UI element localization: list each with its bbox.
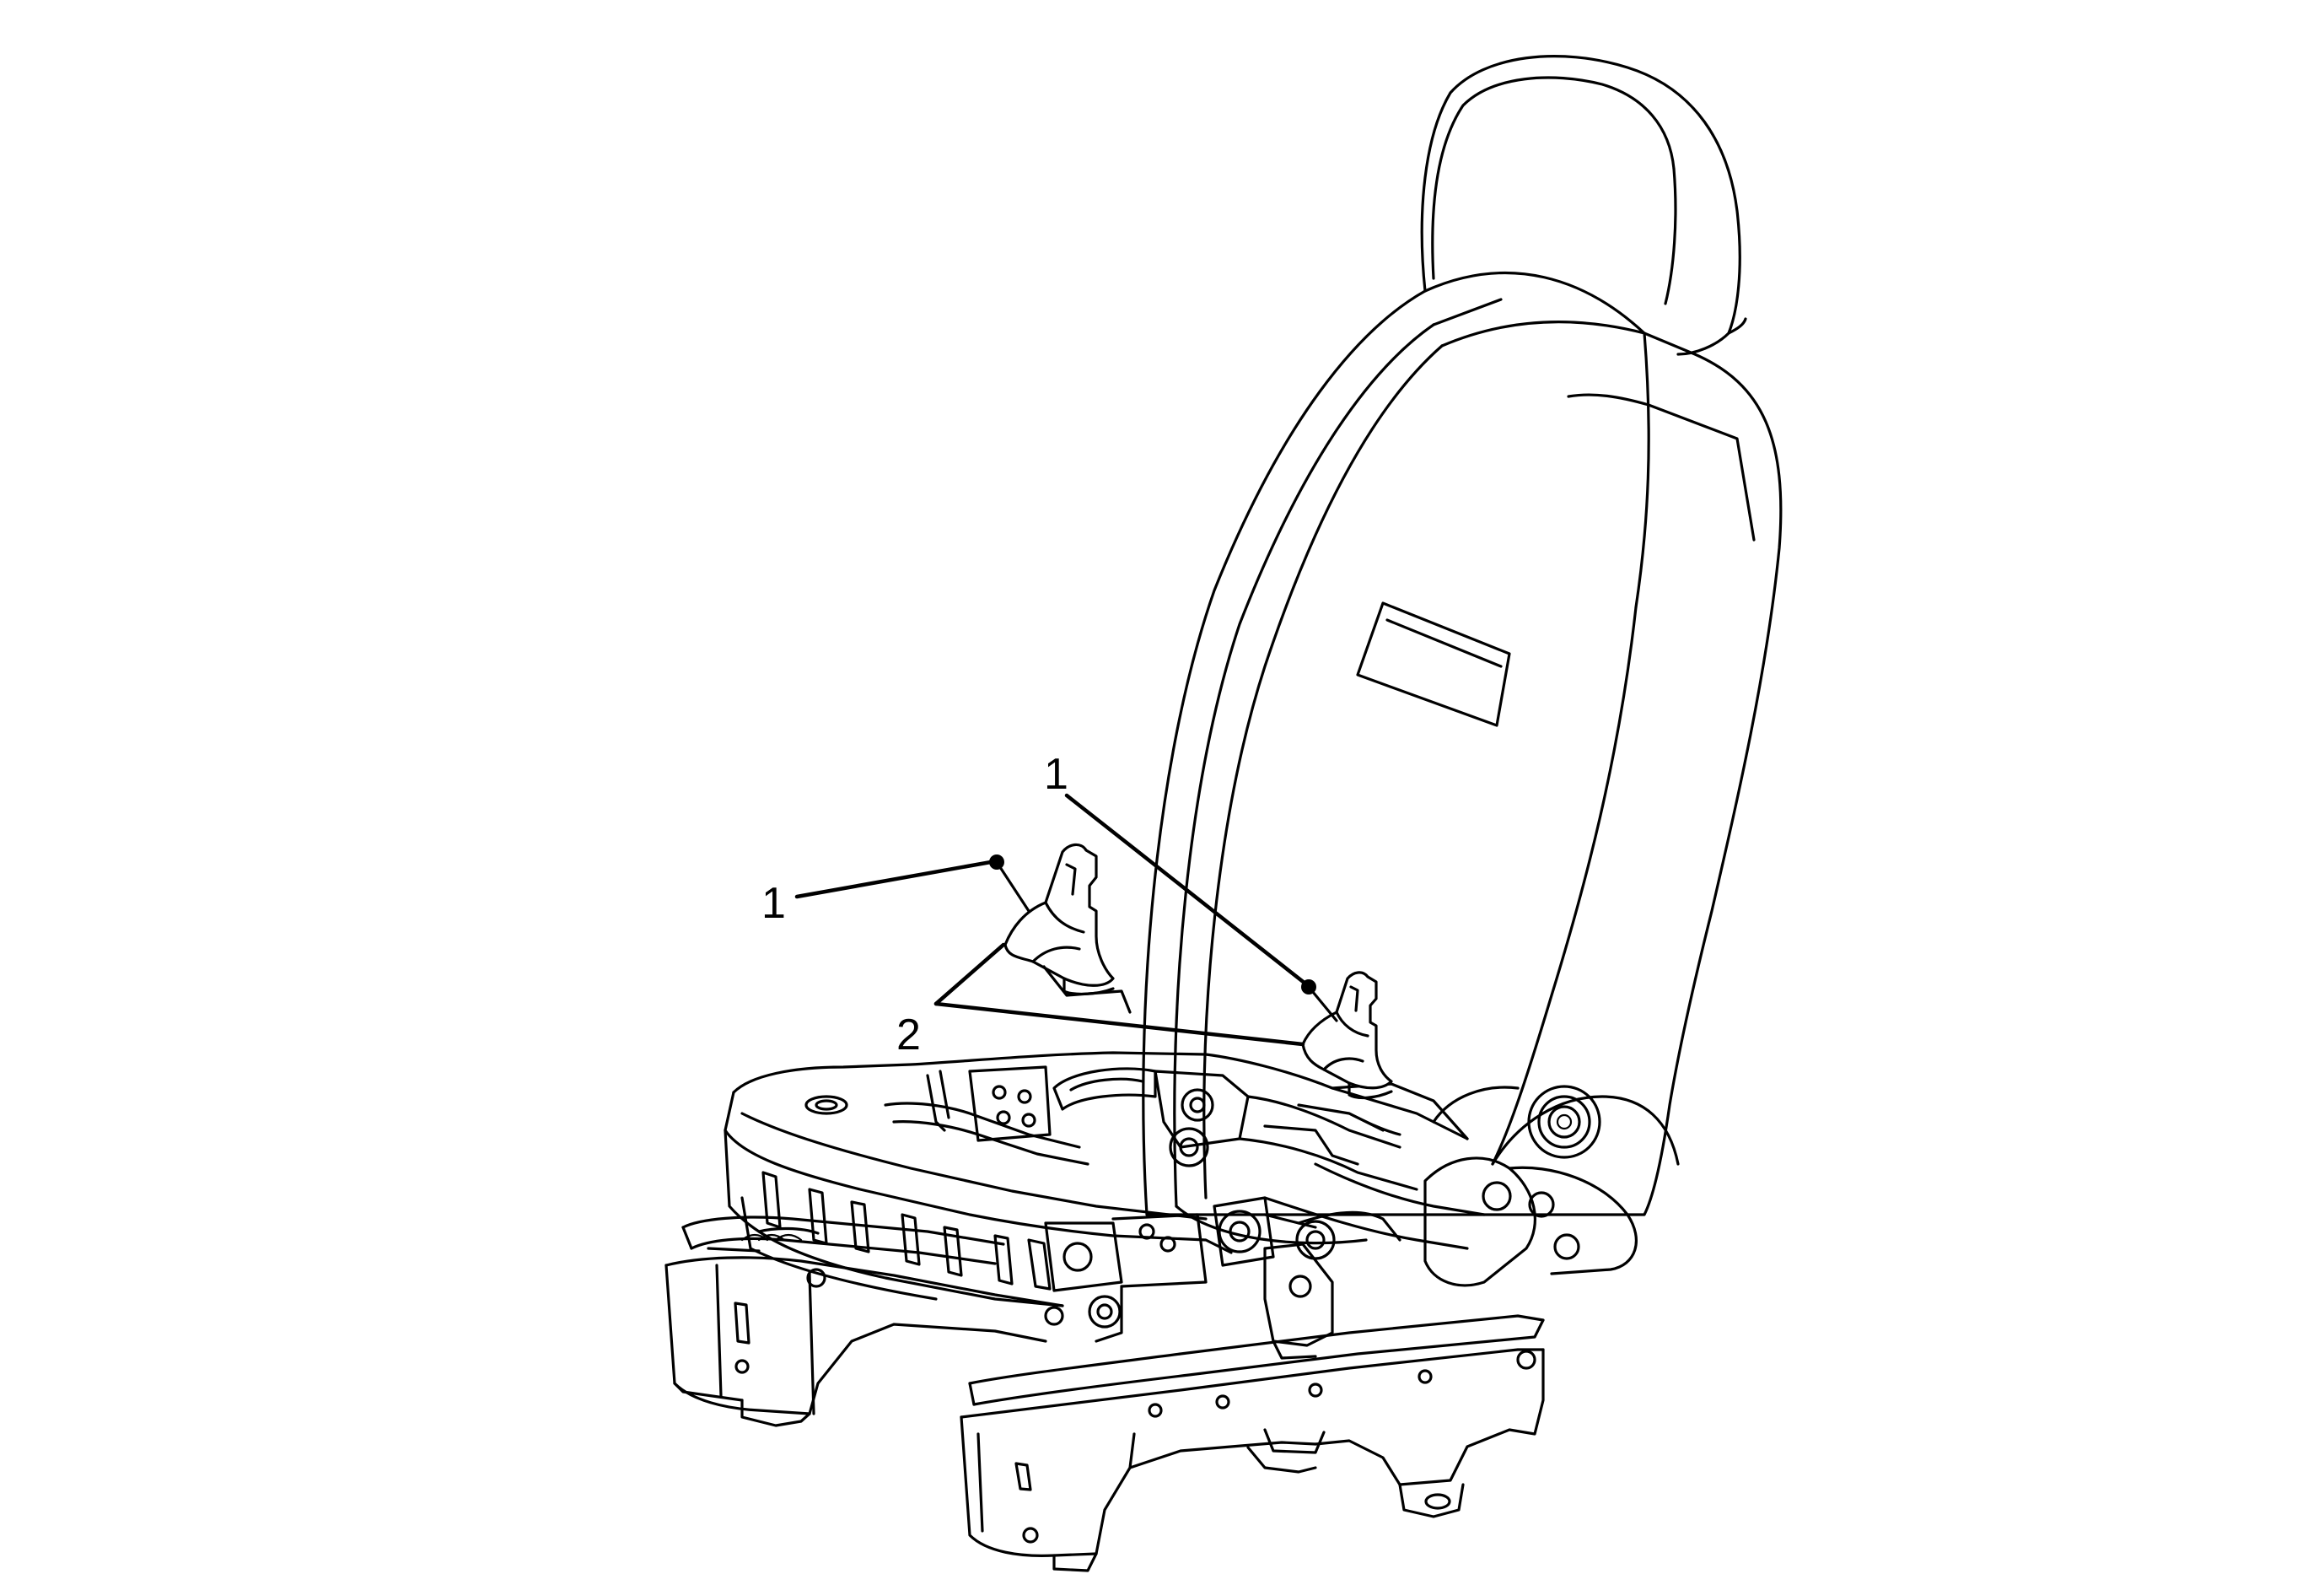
callout-label-2: 2	[896, 1011, 921, 1059]
headrest	[1420, 55, 1747, 356]
callout-label-1-left: 1	[761, 879, 786, 928]
fastener-left	[989, 854, 1030, 913]
leader-1-right	[1064, 793, 1308, 986]
leader-lines	[794, 793, 1308, 1047]
leader-2-left	[933, 942, 1006, 1006]
seat-tracks	[664, 1216, 1545, 1572]
recliner-mechanism	[1423, 1085, 1680, 1287]
fastener-right	[1301, 979, 1338, 1022]
leader-1-left	[794, 860, 993, 899]
bracket-right	[1301, 971, 1393, 1100]
bracket-left	[1003, 843, 1132, 1014]
callout-label-1-top: 1	[1044, 750, 1068, 799]
leader-2-right	[933, 1001, 1305, 1047]
seat-riser-bracket	[1044, 1242, 1334, 1360]
